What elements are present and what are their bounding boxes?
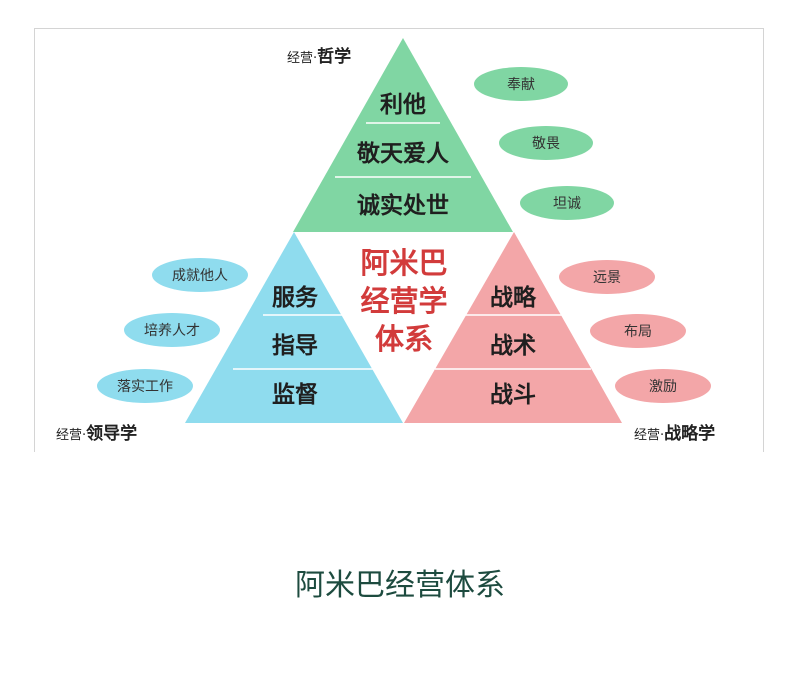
figure-caption: 阿米巴经营体系 [295, 568, 505, 603]
bubble-luoshi [97, 369, 193, 403]
label-philosophy-main: 哲学 [317, 46, 351, 67]
bubble-fengxian-label: 奉献 [507, 77, 535, 93]
center-line-1: 阿米巴 [360, 246, 447, 280]
label-philosophy: 经营·哲学 [287, 46, 351, 67]
center-line-2: 经营学 [360, 284, 447, 318]
top-triangle [293, 38, 513, 232]
bubble-fengxian [474, 67, 568, 101]
bubble-jili [615, 369, 711, 403]
bubble-buju [590, 314, 686, 348]
right-row-1: 战略 [490, 284, 537, 311]
label-strategy: 经营·战略学 [634, 423, 715, 444]
amoeba-management-diagram: 利他 敬天爱人 诚实处世 服务 指导 监督 战略 战术 战斗 阿米巴 经营学 体… [56, 38, 715, 444]
label-leadership-main: 领导学 [86, 423, 137, 444]
label-leadership: 经营·领导学 [56, 423, 137, 444]
bubble-jingwei [499, 126, 593, 160]
bubble-yuanjing-label: 远景 [593, 270, 621, 286]
bubble-tancheng [520, 186, 614, 220]
label-strategy-prefix: 经营· [634, 428, 664, 443]
bubble-peiyang [124, 313, 220, 347]
center-line-3: 体系 [375, 322, 433, 356]
label-philosophy-prefix: 经营· [287, 51, 317, 66]
top-row-3: 诚实处世 [357, 192, 449, 219]
left-row-1: 服务 [272, 285, 319, 311]
bubble-tancheng-label: 坦诚 [553, 196, 581, 212]
bubble-jingwei-label: 敬畏 [532, 136, 560, 152]
label-leadership-prefix: 经营· [56, 428, 86, 443]
bubble-peiyang-label: 培养人才 [144, 323, 200, 339]
bubble-buju-label: 布局 [624, 324, 652, 340]
right-row-3: 战斗 [490, 382, 536, 408]
bubble-chengjiu [152, 258, 248, 292]
top-row-1: 利他 [380, 92, 426, 118]
right-row-2: 战术 [490, 333, 536, 359]
right-triangle [404, 232, 622, 423]
top-row-2: 敬天爱人 [356, 141, 450, 167]
bubble-yuanjing [559, 260, 655, 294]
bubble-luoshi-label: 落实工作 [117, 379, 173, 395]
bubble-jili-label: 激励 [649, 378, 677, 395]
label-strategy-main: 战略学 [664, 423, 715, 444]
left-triangle [185, 232, 403, 423]
bubble-chengjiu-label: 成就他人 [172, 268, 228, 284]
left-row-3: 监督 [272, 382, 318, 408]
left-row-2: 指导 [272, 333, 318, 359]
